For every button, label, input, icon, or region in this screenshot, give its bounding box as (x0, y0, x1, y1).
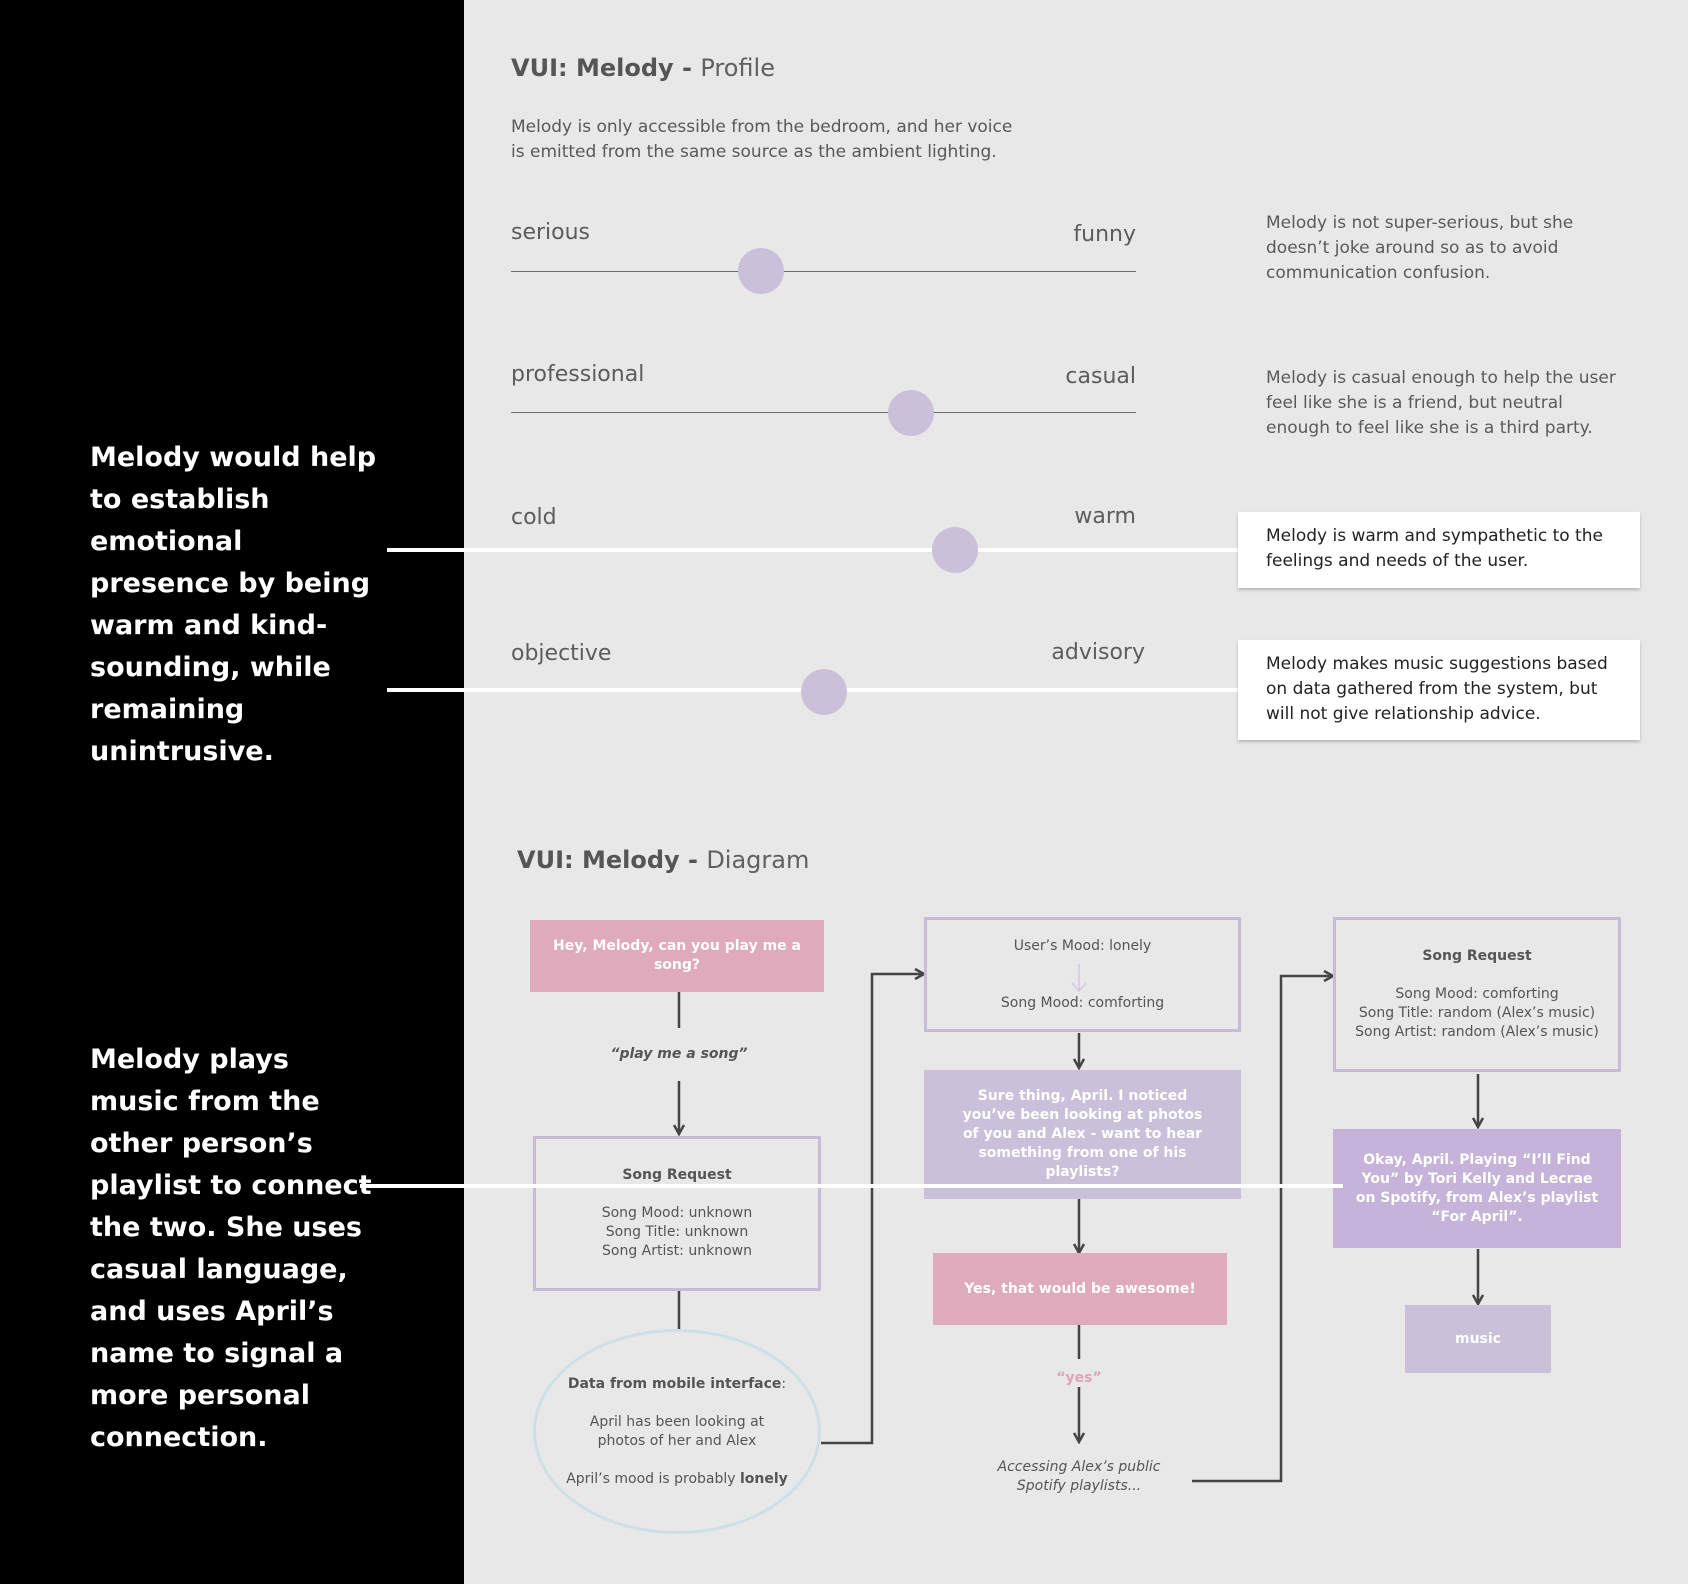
slider-track-serious-funny (511, 271, 1136, 272)
slider-knob-serious-funny[interactable] (738, 248, 784, 294)
slider-track-professional-casual (511, 412, 1136, 413)
node-user-prompt: Hey, Melody, can you play me a song? (530, 920, 824, 992)
diagram-title: VUI: Melody - Diagram (517, 846, 810, 874)
node-song-request-1: Song Request Song Mood: unknown Song Tit… (533, 1136, 821, 1291)
trait-serious-label: serious (511, 220, 591, 245)
annotation-emotional-presence: Melody would help to establish emotional… (90, 442, 377, 767)
trait-objective-label: objective (511, 641, 612, 666)
trait-advisory-label: advisory (1051, 640, 1145, 665)
label-accessing-playlists: Accessing Alex’s public Spotify playlist… (997, 1459, 1161, 1494)
trait-desc-serious-funny: Melody is not super-serious, but she doe… (1266, 213, 1574, 283)
arrow-accessing-request (1192, 976, 1333, 1483)
trait-card-objective-advisory: Melody makes music suggestions based on … (1238, 640, 1640, 740)
callout-line-warm (387, 548, 1239, 552)
trait-cold-label: cold (511, 505, 557, 530)
label-intent-play: “play me a song” (610, 1046, 748, 1062)
node-user-reply: Yes, that would be awesome! (933, 1253, 1227, 1325)
mood-map-arrowhead (1071, 982, 1087, 993)
left-annotation-panel (0, 0, 464, 1584)
slider-knob-objective-advisory[interactable] (800, 669, 847, 715)
slider-knob-professional-casual[interactable] (888, 390, 934, 436)
trait-warm-label: warm (1074, 504, 1136, 529)
node-mood-map: User’s Mood: lonely Song Mood: comfortin… (924, 917, 1241, 1032)
trait-funny-label: funny (1073, 222, 1136, 247)
trait-desc-professional-casual: Melody is casual enough to help the user… (1266, 368, 1616, 438)
node-music: music (1405, 1305, 1551, 1373)
annotation-playlist-connection: Melody plays music from the other person… (90, 1044, 372, 1453)
profile-intro: Melody is only accessible from the bedro… (511, 117, 1013, 162)
node-mobile-data: Data from mobile interface: April has be… (533, 1329, 821, 1534)
label-intent-yes: “yes” (1056, 1370, 1102, 1386)
callout-line-playlist (360, 1184, 1343, 1188)
arrow-mobile-mood (821, 974, 924, 1445)
trait-card-cold-warm: Melody is warm and sympathetic to the fe… (1238, 512, 1640, 588)
trait-professional-label: professional (511, 362, 645, 387)
slider-knob-cold-warm[interactable] (931, 527, 978, 573)
node-melody-response-1: Sure thing, April. I noticed you’ve been… (924, 1070, 1241, 1199)
trait-casual-label: casual (1065, 364, 1136, 389)
node-song-request-2: Song Request Song Mood: comforting Song … (1333, 917, 1621, 1072)
node-melody-response-2: Okay, April. Playing “I’ll Find You” by … (1333, 1129, 1621, 1248)
profile-title: VUI: Melody - Profile (511, 54, 775, 82)
